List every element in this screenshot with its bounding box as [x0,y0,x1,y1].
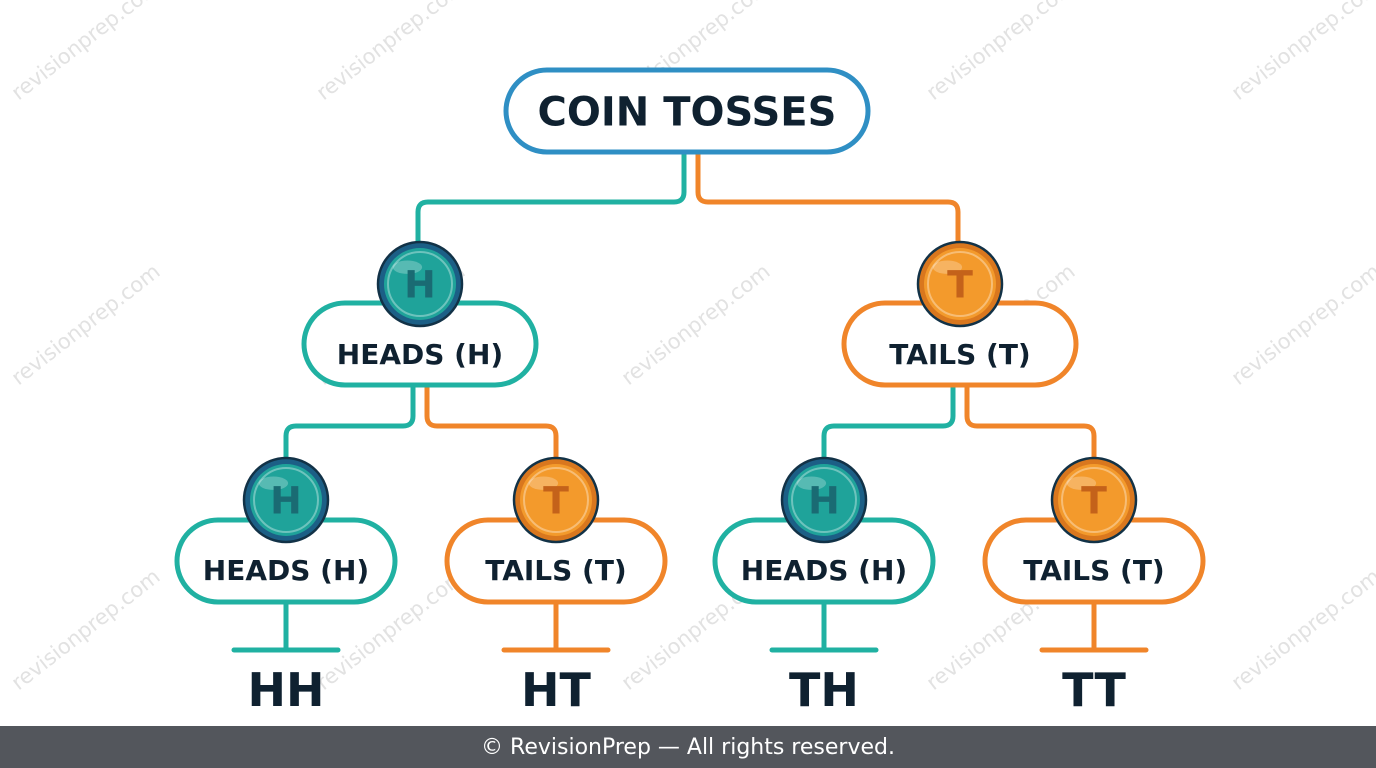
level2-node-label: TAILS (T) [485,554,626,587]
watermark-text: revisionprep.com [7,259,165,390]
coin-letter: T [947,262,973,306]
watermark-text: revisionprep.com [312,0,470,105]
connector-level1-to-level2-left [821,382,956,473]
coin-letter: H [404,262,436,306]
watermark-text: revisionprep.com [1227,259,1376,390]
root-node-box [503,67,871,155]
tree-connectors [231,147,1149,653]
tails-coin-icon: T [916,240,1004,328]
level1-node-label: HEADS (H) [337,338,503,371]
copyright-text: © RevisionPrep — All rights reserved. [481,734,895,760]
watermark-text: revisionprep.com [7,564,165,695]
watermark-text: revisionprep.com [922,0,1080,105]
heads-coin-icon: H [780,456,868,544]
connector-level1-to-level2-right [424,382,559,473]
connector-root-to-heads [415,147,687,253]
outcome-label: TT [1062,663,1126,717]
connector-root-to-tails [695,147,961,253]
coin-letter: T [1081,478,1107,522]
watermark-text: revisionprep.com [7,0,165,105]
level1-node-label: TAILS (T) [889,338,1030,371]
tails-coin-icon: T [512,456,600,544]
coin-letter: T [543,478,569,522]
watermark-text: revisionprep.com [1227,564,1376,695]
outcome-label: HT [521,663,591,717]
level2-node-label: TAILS (T) [1023,554,1164,587]
coin-letter: H [270,478,302,522]
watermark-text: revisionprep.com [1227,0,1376,105]
level2-node-label: HEADS (H) [741,554,907,587]
tails-coin-icon: T [1050,456,1138,544]
heads-coin-icon: H [376,240,464,328]
heads-coin-icon: H [242,456,330,544]
tree-nodes: COIN TOSSES HEADS (H) H TAILS (T) T HEADS (H)… [174,67,1206,717]
coin-letter: H [808,478,840,522]
copyright-footer: © RevisionPrep — All rights reserved. [0,726,1376,768]
connector-level1-to-level2-left [283,382,416,473]
watermark-text: revisionprep.com [617,259,775,390]
outcome-label: HH [248,663,325,717]
outcome-label: TH [789,663,859,717]
level2-node-label: HEADS (H) [203,554,369,587]
root-node-label: COIN TOSSES [538,89,837,135]
connector-level1-to-level2-right [964,382,1097,473]
